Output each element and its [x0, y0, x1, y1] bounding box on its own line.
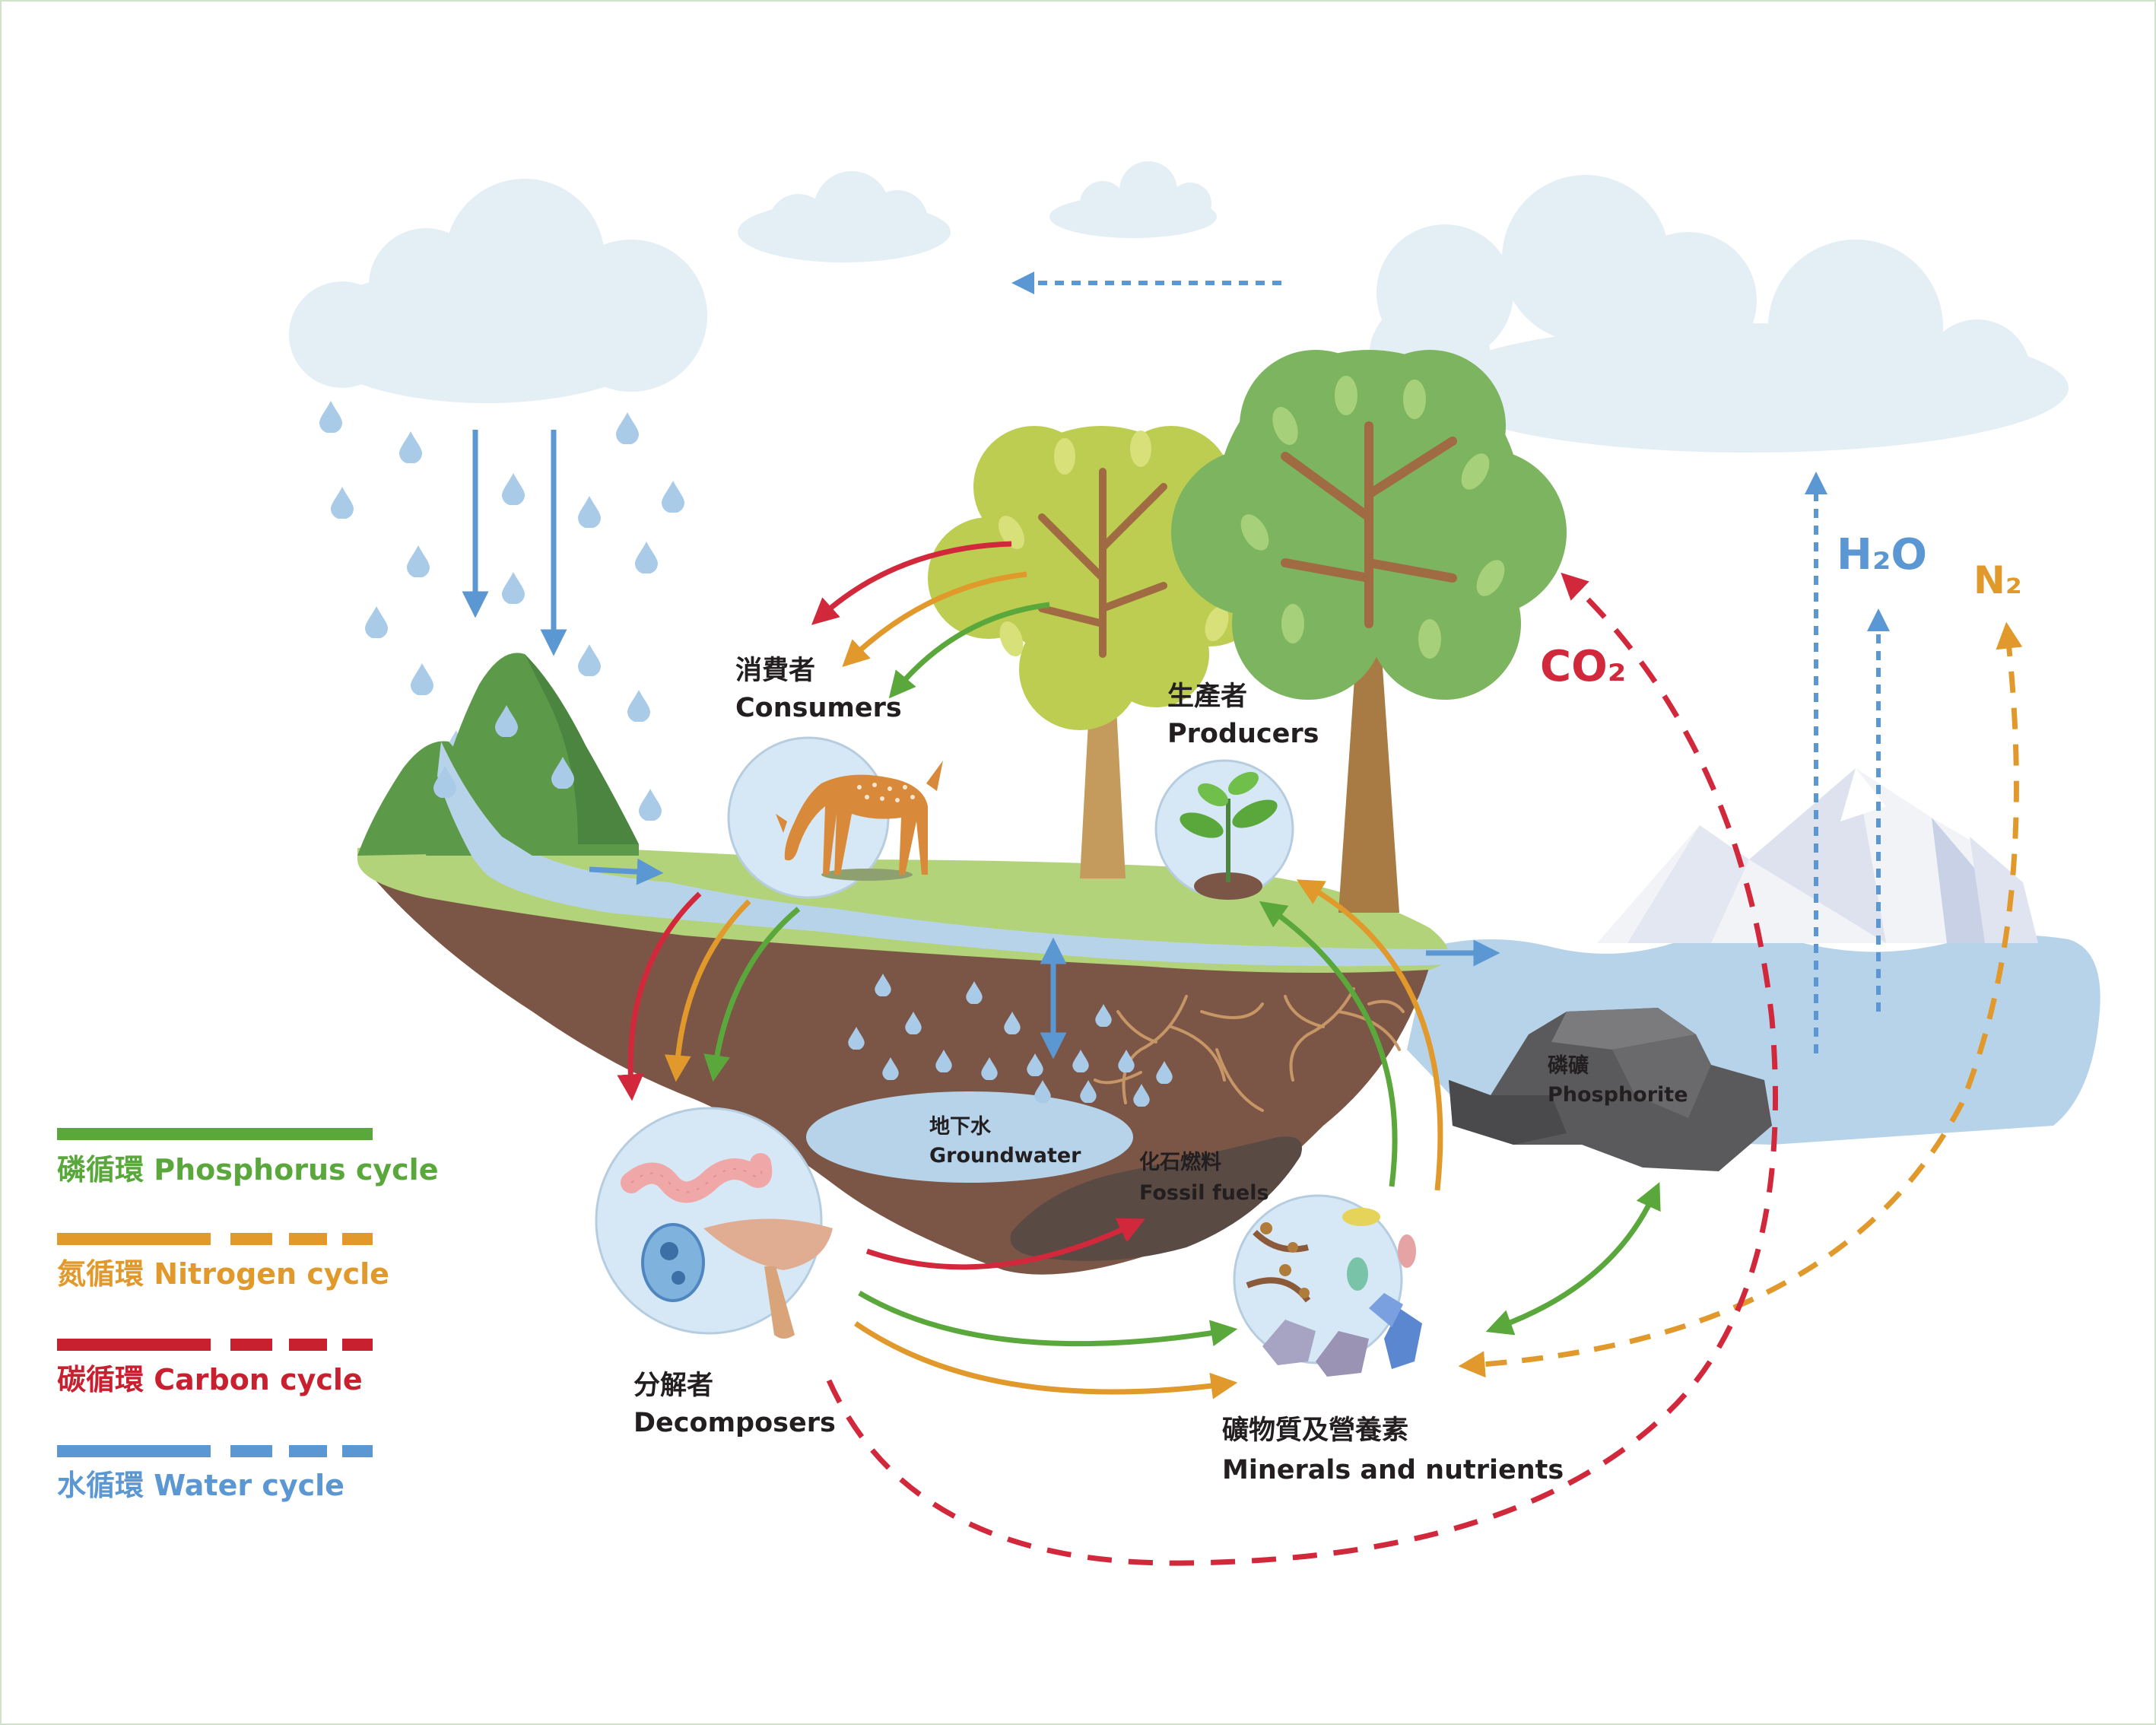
legend-swatch-nitrogen-dash-1: [230, 1233, 272, 1245]
minerals-label-en: Minerals and nutrients: [1222, 1455, 1564, 1485]
legend-label-carbon: 碳循環 Carbon cycle: [57, 1363, 363, 1396]
consumers-circle: [727, 736, 943, 899]
legend: 磷循環 Phosphorus cycle 氮循環 Nitrogen cycle …: [57, 1128, 438, 1502]
arrow-phosphorus-decomposers-to-minerals: [858, 1290, 1238, 1347]
legend-swatch-nitrogen-solid: [57, 1233, 211, 1245]
arrow-carbon-tree-to-consumers: [811, 541, 1012, 625]
phosphorite-label-en: Phosphorite: [1548, 1083, 1688, 1107]
cloud-small-center: [1049, 161, 1217, 238]
phosphorite-label-zh: 磷礦: [1548, 1053, 1589, 1078]
mountain: [357, 653, 639, 856]
producers-label-en: Producers: [1167, 719, 1319, 749]
legend-item-phosphorus: 磷循環 Phosphorus cycle: [57, 1128, 438, 1187]
groundwater-label-en: Groundwater: [929, 1144, 1081, 1167]
legend-label-water: 水循環 Water cycle: [57, 1469, 345, 1502]
legend-item-nitrogen: 氮循環 Nitrogen cycle: [57, 1233, 389, 1291]
arrow-nitrogen-tree-to-consumers: [842, 571, 1027, 668]
arrow-nitrogen-consumers-to-decomposers: [664, 899, 751, 1082]
n2-label: N₂: [1973, 558, 2022, 602]
tree-right: [1171, 350, 1567, 913]
legend-swatch-water-dash-3: [342, 1445, 373, 1457]
arrow-carbon-consumers-to-decomposers: [617, 891, 702, 1101]
fossil-fuels-deposit: [1010, 1136, 1302, 1261]
arrow-nitrogen-n2-to-minerals: [1458, 621, 2023, 1378]
arrow-phosphorus-minerals-to-producers: [1259, 901, 1398, 1187]
arrow-nitrogen-decomposers-to-minerals: [854, 1321, 1238, 1399]
cloud-small-left: [738, 171, 951, 262]
arrow-phosphorus-tree-to-consumers: [888, 602, 1050, 699]
legend-swatch-phosphorus: [57, 1128, 373, 1140]
legend-label-nitrogen: 氮循環 Nitrogen cycle: [57, 1257, 389, 1291]
groundwater-pool: [806, 1091, 1133, 1183]
fossil-label-zh: 化石燃料: [1139, 1151, 1221, 1174]
legend-swatch-water-dash-1: [230, 1445, 272, 1457]
co2-label: CO₂: [1540, 642, 1626, 691]
legend-swatch-nitrogen-dash-2: [289, 1233, 327, 1245]
fossil-label-en: Fossil fuels: [1139, 1181, 1269, 1205]
decomposers-label-en: Decomposers: [633, 1408, 836, 1438]
decomposers-label-zh: 分解者: [633, 1371, 713, 1401]
legend-item-water: 水循環 Water cycle: [57, 1445, 373, 1502]
minerals-label-zh: 礦物質及營養素: [1222, 1415, 1408, 1446]
consumers-label-zh: 消費者: [735, 656, 815, 686]
legend-swatch-water-solid: [57, 1445, 211, 1457]
h2o-label: H₂O: [1837, 530, 1927, 580]
legend-swatch-carbon-dash-3: [342, 1339, 373, 1351]
minerals-circle: [1233, 1194, 1422, 1377]
arrow-phosphorus-consumers-to-decomposers: [703, 907, 801, 1082]
legend-swatch-water-dash-2: [289, 1445, 327, 1457]
producers-label-zh: 生產者: [1167, 681, 1247, 712]
arrow-carbon-decomposers-to-fossil: [865, 1218, 1145, 1270]
producers-circle: [1154, 759, 1294, 900]
legend-swatch-carbon-dash-1: [230, 1339, 272, 1351]
legend-item-carbon: 碳循環 Carbon cycle: [57, 1339, 373, 1396]
decomposers-circle: [595, 1107, 833, 1339]
groundwater-label-zh: 地下水: [929, 1115, 992, 1139]
tree-roots: [1094, 987, 1405, 1112]
legend-swatch-nitrogen-dash-3: [342, 1233, 373, 1245]
cloud-left: [289, 179, 707, 403]
arrow-nitrogen-minerals-to-producers: [1296, 879, 1443, 1191]
legend-swatch-carbon-solid: [57, 1339, 211, 1351]
cloud-right: [1369, 175, 2069, 453]
arrow-carbon-co2-loop: [826, 572, 1778, 1566]
consumers-label-en: Consumers: [735, 693, 902, 723]
legend-label-phosphorus: 磷循環 Phosphorus cycle: [57, 1153, 438, 1187]
legend-swatch-carbon-dash-2: [289, 1339, 327, 1351]
arrow-water-river: [589, 858, 664, 885]
